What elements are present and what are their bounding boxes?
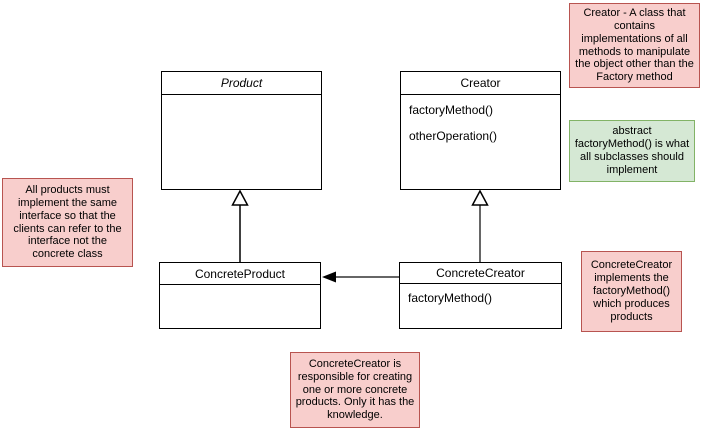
note-abstract-factory-method: abstract factoryMethod() is what all sub… [569,120,695,182]
solid-arrowhead-create [322,271,336,283]
class-product-title: Product [162,72,321,95]
note-products-interface: All products must implement the same int… [2,178,133,267]
hollow-triangle-product [231,189,249,206]
class-concrete-product-body [160,285,320,301]
note-concrete-creator-responsibility: ConcreteCreator is responsible for creat… [290,352,420,428]
class-creator-body: factoryMethod() otherOperation() [401,95,560,151]
class-product-body [162,95,321,111]
note-creator-description: Creator - A class that contains implemen… [569,3,700,88]
note-concrete-creator-implements: ConcreteCreator implements the factoryMe… [581,251,682,332]
method-other-operation: otherOperation() [409,129,498,143]
class-creator-title: Creator [401,72,560,95]
method-factory-method: factoryMethod() [409,103,494,117]
class-concrete-product-title: ConcreteProduct [160,263,320,285]
class-concrete-creator: ConcreteCreator factoryMethod() [399,262,562,329]
class-creator: Creator factoryMethod() otherOperation() [400,71,561,190]
class-concrete-creator-body: factoryMethod() [400,284,561,312]
class-concrete-creator-title: ConcreteCreator [400,263,561,284]
hollow-triangle-creator [471,189,489,206]
method-factory-method-concrete: factoryMethod() [408,291,493,305]
class-product: Product [161,71,322,190]
class-concrete-product: ConcreteProduct [159,262,321,329]
